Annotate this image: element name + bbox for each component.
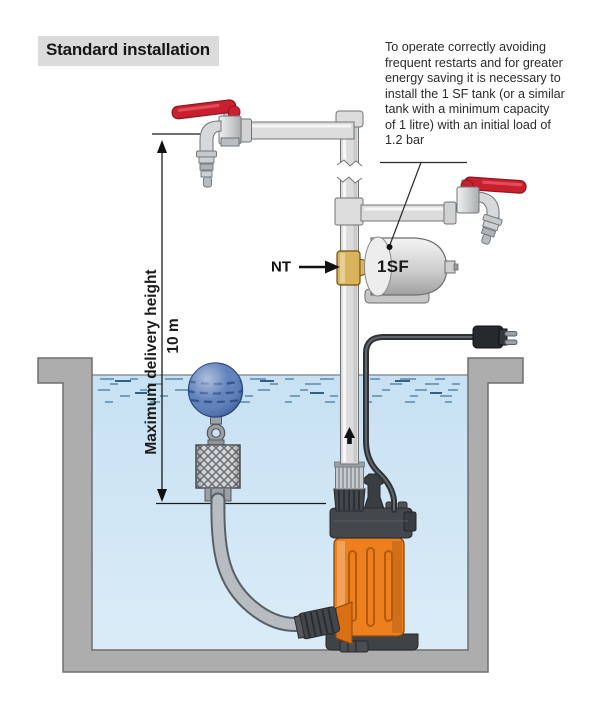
note-text: To operate correctly avoiding frequent r…	[385, 40, 585, 149]
note-line: tank with a minimum capacity	[385, 102, 550, 116]
tee-fitting	[334, 197, 364, 226]
lower-tap	[456, 176, 527, 245]
plug-prong	[504, 339, 518, 345]
pump	[210, 473, 419, 653]
tank-label: 1SF	[376, 257, 410, 276]
upper-tap	[171, 99, 242, 188]
well-walls	[37, 357, 524, 673]
leader-dot	[386, 244, 393, 250]
pipe-break	[336, 159, 363, 184]
max-height-label: Maximum delivery height	[143, 269, 160, 455]
tank-valve-stub	[444, 260, 456, 274]
plug-prong	[504, 331, 518, 337]
flow-arrow-icon	[344, 427, 355, 444]
power-cable	[363, 334, 477, 513]
page-title: Standard installation	[38, 36, 219, 66]
pump-cap	[329, 501, 417, 539]
tank-face	[364, 236, 392, 297]
height-value-label: 10 m	[165, 318, 182, 354]
tap-spout	[478, 191, 500, 219]
upper-branch-pipe	[238, 118, 355, 143]
lower-branch-pipe	[360, 201, 457, 225]
note-line: 1.2 bar	[385, 133, 425, 147]
pipe-collar	[443, 201, 457, 225]
tap-body	[456, 186, 480, 214]
tank-leader-line	[380, 161, 467, 250]
note-line: energy saving it is necessary to	[385, 71, 561, 85]
strainer-mesh	[196, 445, 240, 488]
nt-label: NT	[271, 258, 291, 276]
water-waves-dark	[115, 380, 442, 394]
note-line: of 1 litre) with an initial load of	[385, 117, 551, 132]
pump-vent-port	[360, 473, 388, 513]
power-plug	[472, 325, 518, 349]
note-line: To operate correctly avoiding	[385, 40, 547, 54]
strainer	[195, 444, 241, 502]
tap-barb	[196, 150, 217, 188]
arrow-down-icon	[157, 489, 167, 502]
dimension-annotation	[152, 133, 326, 505]
pressure-tank	[364, 236, 459, 304]
tap-spout	[199, 120, 222, 153]
tap-nut	[220, 137, 240, 147]
tap-handle	[171, 99, 237, 120]
arrow-up-icon	[157, 140, 167, 153]
pump-foot-clip	[339, 640, 369, 653]
riser-pipe	[333, 110, 366, 512]
tap-barb	[480, 213, 503, 245]
hose-connector	[293, 606, 341, 640]
note-line: install the 1 SF tank (or a similar	[385, 86, 565, 101]
nt-arrow-icon	[299, 260, 340, 274]
note-line: frequent restarts and for greater	[385, 55, 563, 70]
float-switch	[187, 362, 244, 447]
water-waves	[98, 378, 460, 403]
